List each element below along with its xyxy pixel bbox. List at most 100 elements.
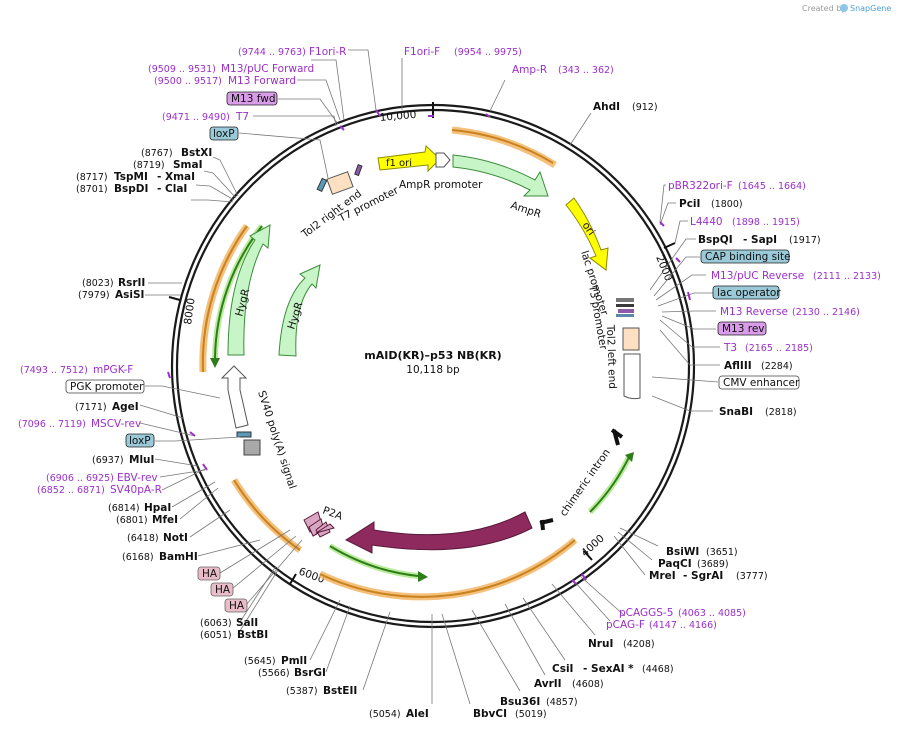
m13-forward-coord: (9500 .. 9517) <box>154 76 222 87</box>
lac-operator-box <box>712 285 780 300</box>
lead-bsiwi <box>619 527 659 547</box>
mrei-coord: (3777) <box>736 571 768 582</box>
mlui-name: MluI <box>129 454 154 466</box>
m13puc-rev-coord: (2111 .. 2133) <box>813 271 881 282</box>
bspqi-name2: - SapI <box>743 234 777 246</box>
aflii-name: AflIII <box>724 360 752 372</box>
ha-label-2: HA <box>215 584 231 596</box>
lead-bsteii <box>362 611 391 691</box>
m13-fwd-label: M13 fwd <box>231 93 276 105</box>
m13-reverse-name: M13 Reverse <box>720 306 788 318</box>
mark-mscv <box>189 431 196 437</box>
sv40-label: SV40 poly(A) signal <box>255 389 298 490</box>
loxp-mark-lower <box>236 431 252 438</box>
ebv-name: EBV-rev <box>117 472 158 484</box>
l4440-coord: (1898 .. 1915) <box>732 217 800 228</box>
lead-m13fwd <box>278 98 339 125</box>
bstxi-name: BstXI <box>181 147 212 159</box>
lead-pmli <box>309 599 341 661</box>
pmli-name: PmlI <box>281 655 307 667</box>
f1ori-f-coord: (9954 .. 9975) <box>454 47 522 58</box>
tick-2000 <box>663 242 676 249</box>
t7-name: T7 <box>235 111 249 123</box>
m13-reverse-coord: (2130 .. 2146) <box>792 307 860 318</box>
noti-coord: (6418) <box>127 533 159 544</box>
ha-label-1: HA <box>202 568 218 580</box>
tspmi-name2: - XmaI <box>157 171 195 183</box>
lac-small-1 <box>616 298 634 302</box>
lead-cap <box>653 256 700 297</box>
mscv-name: MSCV-rev <box>91 418 141 430</box>
f1ori-label: f1 ori <box>386 158 412 169</box>
cap-label: CAP binding site <box>705 251 791 263</box>
orf-arc-lower-left-line <box>233 479 301 551</box>
lead-pbr322 <box>659 184 666 223</box>
lead-t3 <box>659 319 720 348</box>
lead-m13-forward <box>297 79 341 121</box>
p2a-marker <box>315 523 335 534</box>
pmli-coord: (5645) <box>244 656 276 667</box>
lead-sv40pa <box>161 467 208 491</box>
sv40-poly-a-arrow <box>220 365 249 429</box>
lead-bsrgi <box>325 605 351 673</box>
chimeric-intron-label: chimeric intron <box>558 447 613 519</box>
pgk-promoter-box <box>65 379 145 394</box>
rsrii-coord: (8023) <box>82 278 114 289</box>
orf-arc-intron-line <box>589 454 631 513</box>
ahdi-coord: (912) <box>632 102 658 113</box>
asisi-coord: (7979) <box>78 290 110 301</box>
ampr-primer-coord: (343 .. 362) <box>558 65 614 76</box>
bbvci-coord: (5019) <box>515 709 547 720</box>
lead-bsu36i <box>471 609 521 692</box>
ahdi-name: AhdI <box>593 101 620 113</box>
t3-name: T3 <box>723 342 737 354</box>
ampr-primer-name: Amp-R <box>512 64 547 76</box>
mfei-coord: (6801) <box>116 515 148 526</box>
csii-coord: (4468) <box>642 664 674 675</box>
hygr-arrow-1 <box>227 224 271 356</box>
tick-4000 <box>583 550 593 561</box>
orf-arc-hygr-line <box>214 225 263 359</box>
intron-arc-arrowhead-icon <box>625 452 634 462</box>
pcii-name: PciI <box>679 198 700 210</box>
tick-label-4000: 4000 <box>579 532 607 559</box>
hygr-arc-arrowhead-icon <box>210 358 220 368</box>
alei-name: AleI <box>406 708 429 720</box>
lead-pcii <box>659 202 676 226</box>
bstbi-name: BstBI <box>237 629 268 641</box>
mark-ampr <box>485 113 491 118</box>
mrei-name2: - SgrAI <box>683 570 723 582</box>
lead-bstbi <box>237 569 279 635</box>
lead-bstxi <box>212 156 239 197</box>
lead-bbvci <box>441 613 471 705</box>
tspmi-coord: (8717) <box>76 172 108 183</box>
avrii-name: AvrII <box>534 678 562 690</box>
l4440-name: L4440 <box>690 216 723 228</box>
nrui-name: NruI <box>588 638 613 650</box>
f1ori-f-name: F1ori-F <box>404 46 440 58</box>
bamhi-name: BamHI <box>159 551 198 563</box>
mark-pbr322 <box>659 221 665 227</box>
mark-f1ori-r <box>375 109 381 117</box>
lead-loxp-lower <box>155 436 241 442</box>
bsrgi-coord: (5566) <box>258 668 290 679</box>
lead-agei <box>139 404 184 419</box>
snapgene-logo-icon <box>840 4 848 12</box>
snabi-coord: (2818) <box>765 407 797 418</box>
cmv-enhancer-box <box>623 353 641 400</box>
lead-snabi <box>651 395 713 412</box>
lead-ha1 <box>219 529 291 574</box>
loxp-mark-upper <box>316 177 328 193</box>
orf-arc-p2a-line <box>329 545 419 577</box>
lead-aflii <box>659 329 720 366</box>
pcii-coord: (1800) <box>711 199 743 210</box>
bspdi-name: BspDI <box>114 183 148 195</box>
lead-avrii <box>504 603 546 676</box>
tick-label-8000: 8000 <box>182 297 198 325</box>
bstbi-coord: (6051) <box>200 630 232 641</box>
paqci-name: PaqCI <box>658 558 692 570</box>
lead-m13puc-rev <box>655 274 706 301</box>
pgk-promoter-label: PGK promoter <box>70 381 144 393</box>
bsrgi-name: BsrGI <box>294 667 326 679</box>
lead-f1ori-r <box>348 49 377 111</box>
